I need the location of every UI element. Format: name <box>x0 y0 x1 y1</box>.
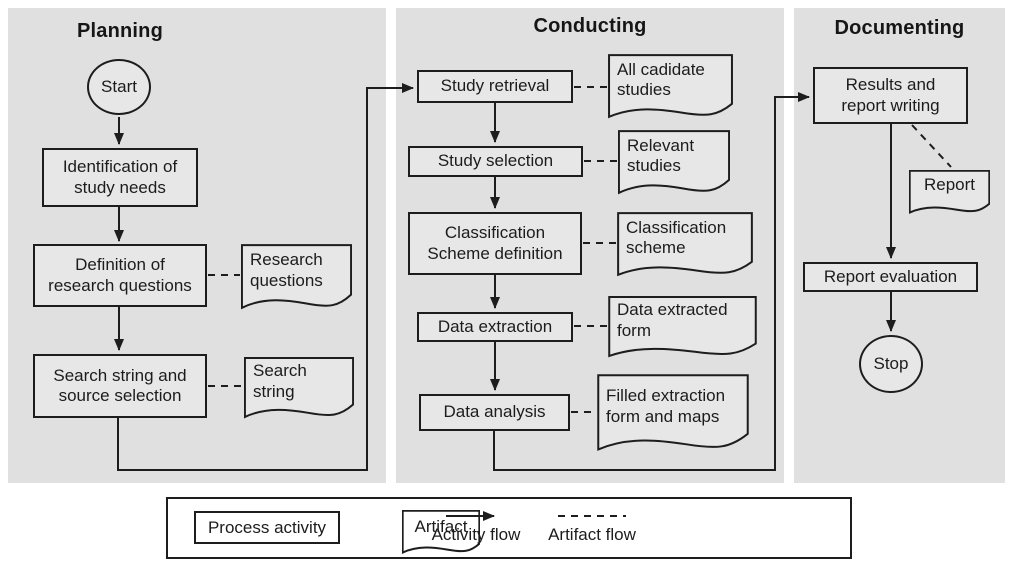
artifact-research-questions: Research questions <box>241 244 352 310</box>
artifact-label: All cadidate studies <box>617 59 705 99</box>
artifact-flow-dash-icon <box>558 515 626 517</box>
activity-study-selection: Study selection <box>408 146 583 177</box>
activity-label: Identification of study needs <box>62 157 178 197</box>
activity-label: Results and report writing <box>841 75 940 115</box>
artifact-report: Report <box>909 170 990 214</box>
document-shape <box>244 357 354 419</box>
artifact-search-string: Search string <box>244 357 354 419</box>
legend-artifact-shape: Artifact <box>402 510 480 554</box>
planning-title: Planning <box>76 20 164 42</box>
artifact-all-candidate-studies: All cadidate studies <box>608 54 733 119</box>
activity-label: Data analysis <box>443 402 546 422</box>
activity-data-extraction: Data extraction <box>417 312 573 342</box>
artifact-label: Data extracted form <box>617 300 728 340</box>
artifact-label: Relevant studies <box>627 135 695 175</box>
artifact-label: Report <box>923 175 976 195</box>
documenting-title: Documenting <box>834 17 965 39</box>
activity-data-analysis: Data analysis <box>419 394 570 431</box>
activity-label: Classification Scheme definition <box>427 223 563 263</box>
activity-label: Study retrieval <box>440 76 550 96</box>
legend-artifact-flow: Artifact flow <box>537 510 647 545</box>
document-shape <box>597 374 749 452</box>
activity-identification-of-study-needs: Identification of study needs <box>42 148 198 207</box>
legend-process-activity-box: Process activity <box>194 511 340 544</box>
activity-definition-of-research-questions: Definition of research questions <box>33 244 207 307</box>
stop-label: Stop <box>873 354 909 373</box>
activity-label: Data extraction <box>437 316 553 336</box>
artifact-label: Search string <box>253 361 307 401</box>
legend-artifact-label: Artifact <box>414 516 468 536</box>
activity-flow-arrow-icon <box>446 511 495 521</box>
document-shape <box>909 170 990 214</box>
activity-label: Report evaluation <box>823 266 958 286</box>
artifact-label: Classification scheme <box>626 217 727 257</box>
activity-label: Definition of research questions <box>48 255 192 295</box>
artifact-filled-extraction-form: Filled extraction form and maps <box>597 374 749 452</box>
activity-results-and-report-writing: Results and report writing <box>813 67 968 124</box>
artifact-relevant-studies: Relevant studies <box>618 130 730 195</box>
legend-activity-flow-label: Activity flow <box>431 525 521 544</box>
document-shape <box>608 296 757 358</box>
legend-process-activity-label: Process activity <box>207 517 327 537</box>
document-shape <box>241 244 352 310</box>
stop-node: Stop <box>859 335 923 393</box>
document-shape <box>402 510 480 554</box>
document-shape <box>618 130 730 195</box>
legend-artifact-flow-label: Artifact flow <box>548 525 636 544</box>
legend-activity-flow: Activity flow <box>421 510 531 545</box>
artifact-data-extracted-form: Data extracted form <box>608 296 757 358</box>
activity-label: Search string and source selection <box>53 365 187 405</box>
document-shape <box>608 54 733 119</box>
artifact-label: Research questions <box>250 250 323 290</box>
activity-classification-scheme-definition: Classification Scheme definition <box>408 212 582 275</box>
start-label: Start <box>101 77 137 96</box>
artifact-label: Filled extraction form and maps <box>606 386 726 426</box>
activity-report-evaluation: Report evaluation <box>803 262 978 292</box>
activity-search-string-and-source-selection: Search string and source selection <box>33 354 207 418</box>
activity-study-retrieval: Study retrieval <box>417 70 573 103</box>
artifact-classification-scheme: Classification scheme <box>617 212 753 277</box>
activity-label: Study selection <box>437 151 554 171</box>
legend: Process activity Artifact Activity flow <box>166 497 852 559</box>
document-shape <box>617 212 753 277</box>
conducting-title: Conducting <box>533 15 647 37</box>
start-node: Start <box>87 59 151 115</box>
